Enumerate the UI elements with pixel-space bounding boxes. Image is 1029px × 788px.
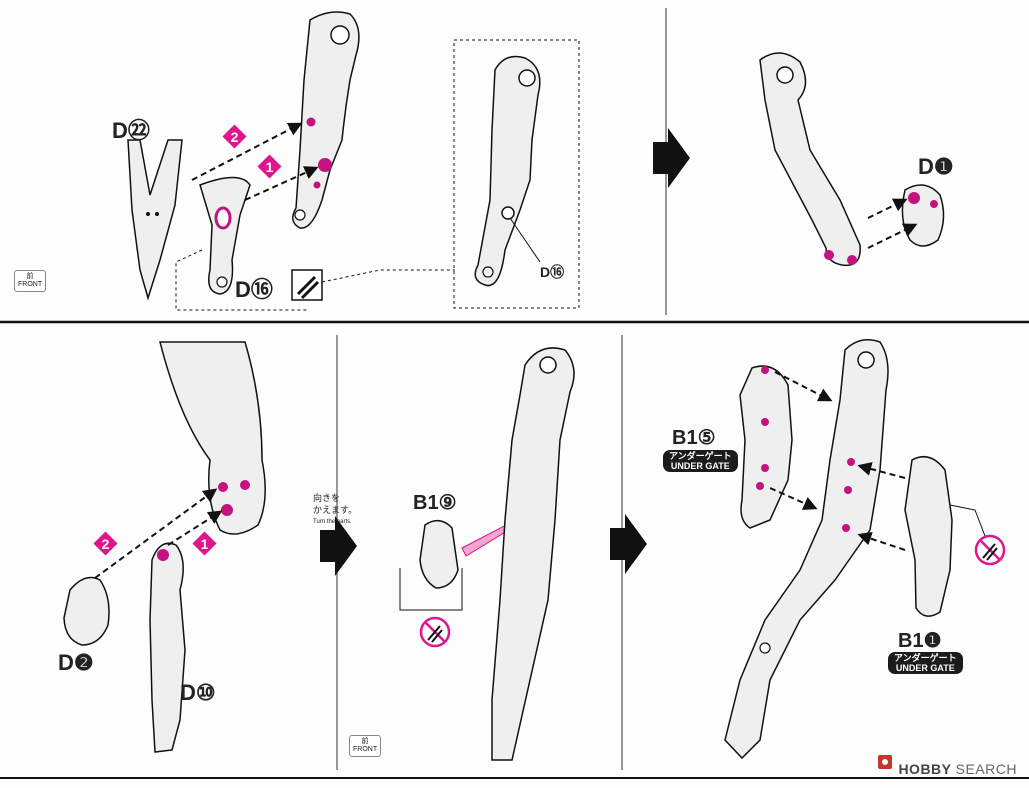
part-b11 (904, 455, 953, 617)
nipper-cut-icon (291, 269, 323, 301)
part-thigh-rotated (759, 52, 861, 267)
step-1-badge: 1 (192, 531, 217, 556)
label-d10: D⑩ (180, 680, 216, 705)
no-cut-icon (974, 534, 1006, 566)
step-1-number: 1 (201, 536, 209, 552)
assembly-arrow (857, 462, 906, 479)
part-d2 (63, 576, 110, 646)
front-tag-en: FRONT (353, 746, 378, 753)
label-b11: B1❶ (898, 630, 942, 652)
front-tag-jp: 前 (361, 738, 369, 745)
under-gate-badge: アンダーゲート UNDER GATE (888, 652, 963, 674)
front-tag-jp: 前 (26, 273, 34, 280)
part-d22 (127, 139, 183, 301)
front-tag: 前 FRONT (14, 270, 47, 292)
turn-parts-note: 向きを かえます。 Turn the parts. (313, 480, 357, 540)
part-d16 (199, 176, 251, 295)
step-1-number: 1 (266, 159, 274, 175)
leader-line (949, 504, 986, 537)
assembly-arrow (774, 371, 833, 402)
watermark-sub: SEARCH (955, 761, 1017, 777)
turn-parts-en: Turn the parts. (313, 519, 352, 525)
label-d22: D㉒ (112, 118, 150, 143)
next-step-arrow (653, 128, 690, 188)
leader-line (509, 217, 541, 263)
next-step-arrow (610, 514, 647, 574)
callout-line (321, 269, 455, 283)
part-thigh-frame (292, 11, 360, 229)
part-full-leg (491, 347, 575, 761)
part-knee-assembly (159, 341, 266, 535)
part-b15 (739, 365, 793, 529)
under-gate-badge: アンダーゲート UNDER GATE (663, 450, 738, 472)
front-tag-en: FRONT (18, 281, 43, 288)
under-gate-en: UNDER GATE (670, 461, 730, 471)
hobby-search-logo-icon (878, 755, 892, 769)
next-step-arrow (320, 516, 357, 576)
watermark-brand: HOBBY (898, 761, 952, 777)
assembly-arrow (94, 488, 218, 579)
watermark: HOBBY SEARCH (898, 761, 1017, 777)
label-d16-inset: D⑯ (540, 264, 565, 280)
step-2-number: 2 (231, 129, 239, 145)
callout-line (175, 249, 307, 311)
no-cut-icon (419, 616, 451, 648)
part-b19 (419, 519, 459, 589)
sprue-frame (399, 568, 463, 611)
step-1-badge: 1 (257, 154, 282, 179)
under-gate-jp: アンダーゲート (894, 653, 957, 663)
step-2-badge: 2 (222, 124, 247, 149)
assembly-arrow (191, 122, 303, 181)
detail-inset-box (453, 39, 580, 309)
part-thigh-inset (474, 55, 541, 287)
label-b15: B1⑤ (672, 427, 716, 449)
assembly-arrow (867, 198, 908, 219)
under-gate-en: UNDER GATE (895, 663, 955, 673)
assembly-arrow (769, 487, 818, 510)
part-d10 (149, 542, 186, 753)
turn-parts-jp: 向きを かえます。 (313, 493, 358, 515)
under-gate-jp: アンダーゲート (669, 451, 732, 461)
assembly-arrow (244, 166, 319, 201)
label-d2: D❷ (58, 650, 94, 675)
assembly-arrow (867, 223, 918, 249)
label-d1: D❶ (918, 154, 954, 179)
assembly-arrow (167, 510, 223, 546)
step-2-badge: 2 (93, 531, 118, 556)
step-2-number: 2 (102, 536, 110, 552)
assembly-arrow (857, 531, 906, 551)
label-d16: D⑯ (235, 277, 273, 302)
front-tag: 前 FRONT (349, 735, 382, 757)
part-d1 (901, 184, 945, 247)
label-b19: B1⑨ (413, 492, 457, 514)
